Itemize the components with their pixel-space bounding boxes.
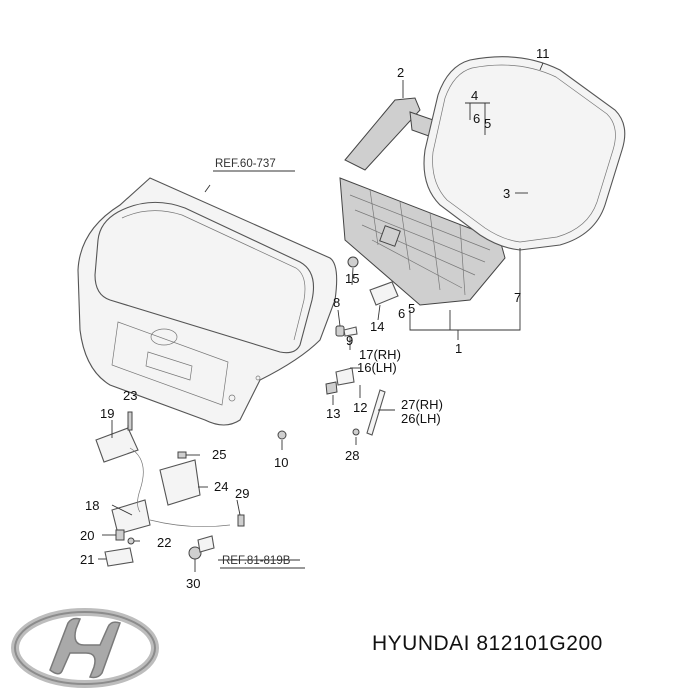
- callout-24: 24: [214, 479, 228, 494]
- callout-10: 10: [274, 455, 288, 470]
- callout-26: 26(LH): [401, 411, 441, 426]
- callout-25: 25: [212, 447, 226, 462]
- callout-29: 29: [235, 486, 249, 501]
- callout-3: 3: [503, 186, 510, 201]
- callout-15: 15: [345, 271, 359, 286]
- callout-2: 2: [397, 65, 404, 80]
- callout-5-lower: 5: [408, 301, 415, 316]
- callout-20: 20: [80, 528, 94, 543]
- part-caption: HYUNDAI 812101G200: [372, 632, 603, 656]
- callout-16: 16(LH): [357, 360, 397, 375]
- callout-28: 28: [345, 448, 359, 463]
- callout-18: 18: [85, 498, 99, 513]
- callout-30: 30: [186, 576, 200, 591]
- callout-6-lower: 6: [398, 306, 405, 321]
- callout-9: 9: [346, 333, 353, 348]
- part-number: 812101G200: [476, 632, 603, 655]
- callout-13: 13: [326, 406, 340, 421]
- callout-27: 27(RH): [401, 397, 443, 412]
- callout-21: 21: [80, 552, 94, 567]
- callout-8: 8: [333, 295, 340, 310]
- callout-1: 1: [455, 341, 462, 356]
- callout-6-upper: 6: [473, 111, 480, 126]
- hardware-parts: [95, 256, 399, 567]
- reference-labels: REF.60-737 REF.81-819B: [213, 158, 305, 569]
- callout-12: 12: [353, 400, 367, 415]
- leader-lines: [98, 62, 544, 572]
- callout-14: 14: [370, 319, 384, 334]
- hyundai-logo-icon: [11, 608, 159, 688]
- callout-11: 11: [536, 46, 550, 61]
- ref-lock-label: REF.81-819B: [222, 555, 291, 567]
- callout-4: 4: [471, 88, 478, 103]
- callout-5-upper: 5: [484, 116, 491, 131]
- callout-17: 17(RH): [359, 347, 401, 362]
- callout-23: 23: [123, 388, 137, 403]
- callout-7: 7: [514, 290, 521, 305]
- weatherstrip: [423, 56, 626, 251]
- ref-tailgate-label: REF.60-737: [215, 158, 276, 170]
- callout-19: 19: [100, 406, 114, 421]
- brand-name: HYUNDAI: [372, 632, 471, 655]
- callout-22: 22: [157, 535, 171, 550]
- callout-labels: 1 2 3 4 5 6 5 6 7 8 9 10 11 12 13 14 15 …: [80, 46, 550, 591]
- tailgate-panel: [77, 177, 338, 426]
